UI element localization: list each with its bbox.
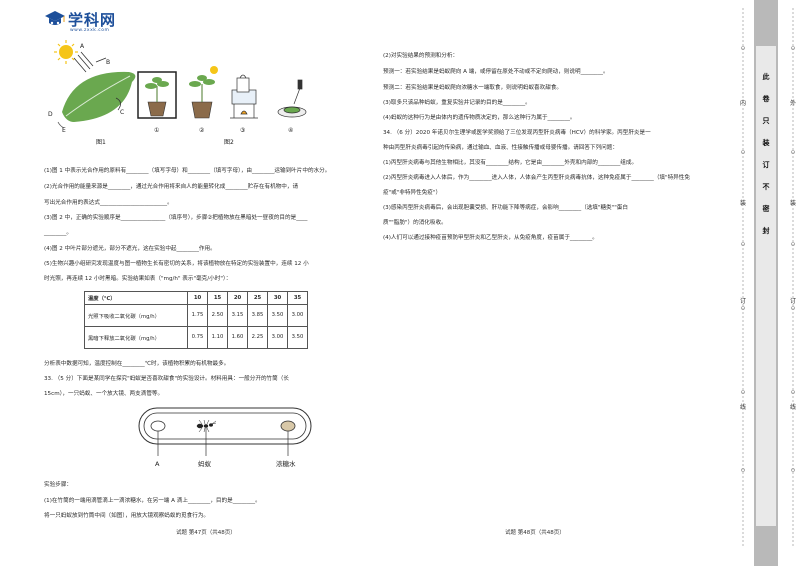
step-3-water-bath (230, 74, 258, 119)
question-line: (2)光合作用的能量来源是________，通过光合作用将来自人的能量转化成__… (44, 184, 299, 190)
sealing-char: 只 (762, 117, 770, 125)
question-line: ________。 (44, 230, 72, 236)
sealing-char: 卷 (762, 95, 770, 103)
table-header-cell: 25 (247, 291, 268, 305)
binding-label: 订 (739, 298, 746, 305)
question-line: (1)丙型肝炎病毒与其他生物相比，其没有________结构，它是由______… (383, 160, 638, 166)
table-row-label: 光照下吸收二氧化碳（mg/h） (84, 304, 188, 327)
question-line: (5)生物兴趣小组研究发现温度与图一植物生长有密切的关系，将该植物放在特定的实验… (44, 261, 309, 267)
binding-line (741, 8, 795, 548)
question-line: (3)感染丙型肝炎病毒后，会出现胆囊受损、肝功能下降等病症，会影响_______… (383, 205, 628, 211)
tube-label-syrup: 浓糖水 (276, 459, 296, 468)
experiment-table: 温度（℃） 10 15 20 25 30 35 光照下吸收二氧化碳（mg/h） … (84, 291, 308, 349)
table-cell: 3.85 (247, 304, 268, 327)
table-cell: 2.50 (207, 304, 228, 327)
question-line: 实验步骤： (44, 482, 72, 488)
question-line: 疫"或"非特异性免疫"） (383, 190, 442, 196)
question-line: (2)对实验结果的预测和分析： (383, 53, 459, 59)
table-cell: 2.25 (247, 326, 268, 349)
question-line: (3)取多只该品种蚂蚁，重复实验并记录的目的是________。 (383, 100, 531, 106)
table-cell: 3.00 (267, 326, 288, 349)
label-D: D (48, 111, 53, 118)
question-line: 预测一：若实验结果是蚂蚁爬向 A 端，或停留在原处不动或不定向爬动，则说明___… (383, 69, 609, 75)
sealing-char: 订 (762, 161, 770, 169)
question-line: (4)人们可以通过接种疫苗预防甲型肝炎和乙型肝炎，从免疫角度，疫苗属于_____… (383, 235, 598, 241)
step-4-dish (277, 79, 307, 118)
question-line: 质""脂肪"）的消化吸收。 (383, 220, 447, 226)
table-header-cell: 35 (287, 291, 308, 305)
bamboo-tube-figure: A 蚂蚁 浓糖水 (138, 407, 312, 468)
binding-label: 装 (789, 200, 796, 207)
logo: 学科网 www.zxxk.com (44, 8, 129, 34)
question-line: 34. （6 分）2020 年诺贝尔生理学或医学奖颁给了三位发现丙型肝炎病毒（H… (383, 130, 651, 136)
table-header-cell: 30 (267, 291, 288, 305)
binding-label: 线 (789, 404, 796, 411)
binding-label: 装 (739, 200, 746, 207)
step-3-label: ③ (240, 127, 245, 134)
sealing-char: 装 (762, 139, 770, 147)
table-cell: 1.75 (187, 304, 208, 327)
ant-icon (196, 419, 217, 433)
label-B: B (106, 59, 110, 66)
question-line: (1)在竹筒的一端用滴管滴上一滴浓糖水，在另一端 A 滴上________，目的… (44, 498, 261, 504)
logo-url: www.zxxk.com (70, 28, 110, 33)
step-1-potted-plant (137, 71, 177, 119)
question-line: (2)丙型肝炎病毒进入人体后，作为________进入人体，人体会产生丙型肝炎病… (383, 175, 690, 181)
label-C: C (120, 109, 124, 116)
label-E: E (62, 127, 66, 134)
table-row-label: 黑暗下释放二氧化碳（mg/h） (84, 326, 188, 349)
question-line: 写出光合作用的表达式________________________。 (44, 200, 173, 206)
table-row: 黑暗下释放二氧化碳（mg/h） 0.75 1.10 1.60 2.25 3.00… (84, 326, 308, 349)
step-2-label: ② (199, 127, 205, 134)
question-line: 预测二：若实验结果是蚂蚁爬向浓糖水一端取食，则说明蚂蚁喜欢甜食。 (383, 85, 563, 91)
tube-label-ant: 蚂蚁 (198, 459, 212, 468)
table-cell: 1.60 (227, 326, 248, 349)
table-header-cell: 温度（℃） (84, 291, 188, 305)
step-2-potted-plant (189, 66, 218, 119)
table-cell: 3.15 (227, 304, 248, 327)
binding-label: 内 (739, 100, 746, 107)
step-1-label: ① (154, 127, 159, 134)
sealing-char: 封 (762, 227, 770, 235)
figure1-caption: 图1 (96, 139, 106, 146)
question-line: 种由丙型肝炎病毒引起的传染病，通过输血、血液、性接触传播或母婴传播。请回答下列问… (383, 145, 618, 151)
binding-label: 线 (739, 404, 746, 411)
question-line: 时光照，再连续 12 小时黑暗。实验结果如表（"mg/h" 表示"毫克/小时"）… (44, 276, 232, 282)
sealing-char: 不 (762, 183, 770, 191)
sealing-char: 此 (762, 73, 770, 81)
question-line: 33. （5 分）下面是某同学在探究"蚂蚁是否喜欢甜食"的实验设计。材料用具：一… (44, 376, 289, 382)
label-A: A (80, 43, 85, 50)
page-footer-right: 试题 第48页（共48页） (505, 530, 565, 536)
logo-text: 学科网 (68, 11, 117, 29)
table-cell: 1.10 (207, 326, 228, 349)
table-cell: 3.50 (267, 304, 288, 327)
table-header-cell: 10 (187, 291, 208, 305)
question-line: (4)蚂蚁的这种行为是由体内的遗传物质决定的，那么这种行为属于________。 (383, 115, 576, 121)
sealing-char: 密 (762, 205, 770, 213)
table-header-cell: 20 (227, 291, 248, 305)
photosynthesis-figure: A B C D E 图1 ① ② (48, 40, 307, 146)
leaf-shape (62, 71, 136, 122)
page-footer-left: 试题 第47页（共48页） (176, 530, 236, 536)
question-line: 分析表中数据可知，温度控制在________℃时，该植物积累的有机物最多。 (44, 361, 230, 367)
sealing-band: 此 卷 只 装 订 不 密 封 (754, 0, 778, 566)
table-cell: 0.75 (187, 326, 208, 349)
question-line: (4)图 2 中叶片部分遮光，部分不遮光，这在实验中起________作用。 (44, 246, 216, 252)
table-cell: 3.50 (287, 326, 308, 349)
binding-label: 订 (789, 298, 796, 305)
table-header-row: 温度（℃） 10 15 20 25 30 35 (84, 291, 308, 305)
table-header-cell: 15 (207, 291, 228, 305)
tube-label-a: A (155, 460, 160, 468)
binding-label: 外 (789, 100, 796, 107)
question-line: (1)图 1 中表示光合作用的原料有________（填写字母）和_______… (44, 168, 331, 174)
figure2-caption: 图2 (224, 139, 234, 146)
step-4-label: ④ (288, 127, 293, 134)
table-cell: 3.00 (287, 304, 308, 327)
question-line: 15cm），一只蚂蚁、一个放大镜、两支滴管等。 (44, 391, 164, 397)
sun-icon (54, 40, 78, 64)
graduation-cap-icon (45, 11, 65, 25)
question-line: (3)图 2 中，正确的实验顺序是________________（填序号），步… (44, 215, 308, 221)
question-line: 将一只蚂蚁放到竹筒中间（如图），用放大镜观察蚂蚁的觅食行为。 (44, 513, 210, 519)
table-row: 光照下吸收二氧化碳（mg/h） 1.75 2.50 3.15 3.85 3.50… (84, 304, 308, 327)
